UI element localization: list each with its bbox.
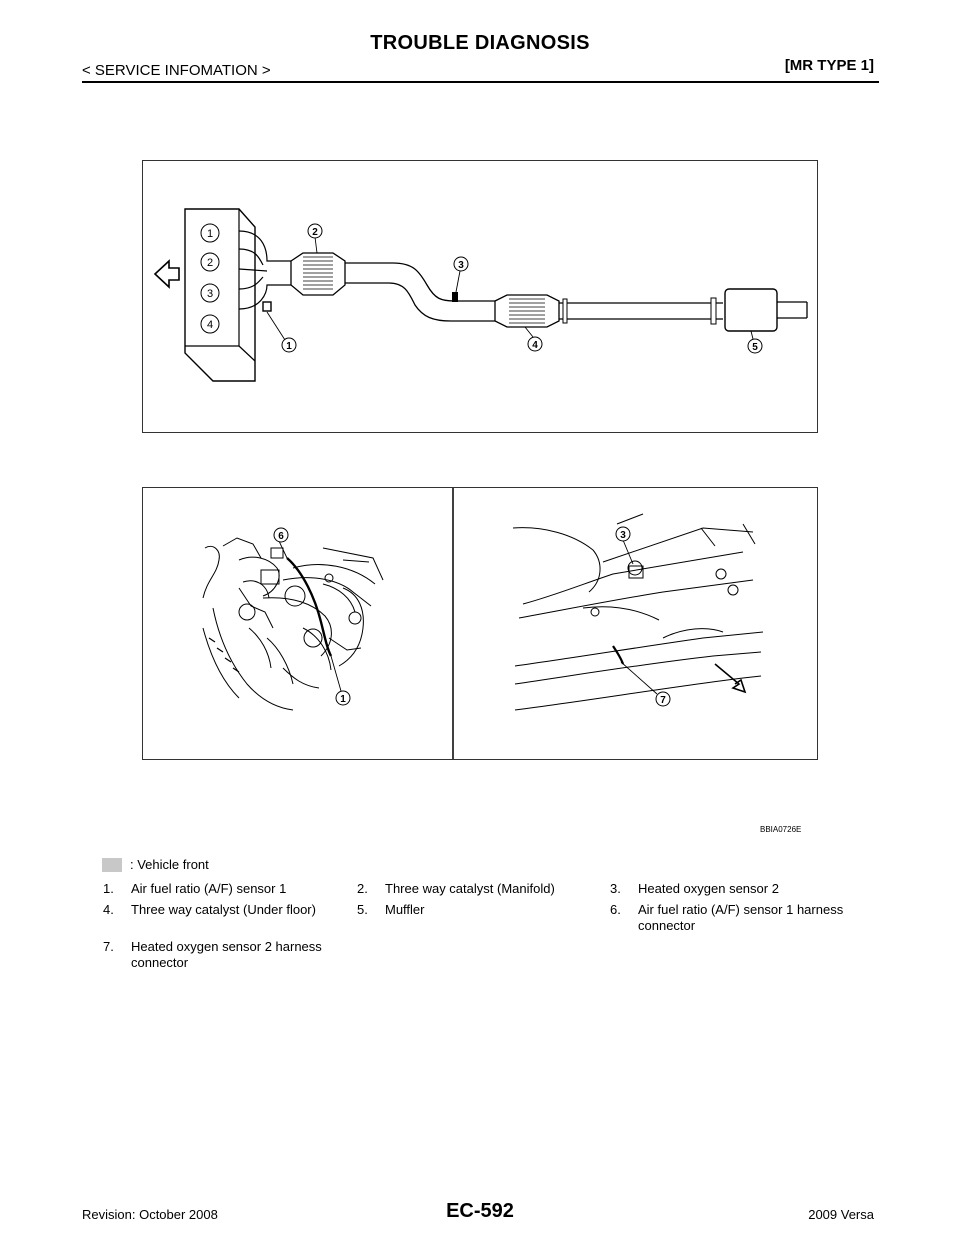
callout-1-bottom: 1 — [340, 694, 346, 705]
item-number: 2. — [357, 881, 368, 896]
exhaust-layout-diagram: 1 2 3 4 1 2 3 4 5 — [153, 208, 808, 382]
sensor-location-figure: 6 1 3 — [142, 487, 818, 760]
item-text: Three way catalyst (Manifold) — [385, 881, 555, 896]
item-text: Air fuel ratio (A/F) sensor 1 harness co… — [638, 902, 844, 933]
callout-7: 7 — [660, 695, 666, 706]
vehicle-model: 2009 Versa — [808, 1207, 874, 1222]
item-text: Three way catalyst (Under floor) — [131, 902, 316, 917]
callout-5: 5 — [752, 342, 758, 353]
item-number: 6. — [610, 902, 621, 917]
page-number: EC-592 — [446, 1200, 514, 1222]
section-label: < SERVICE INFOMATION > — [82, 62, 271, 79]
list-item: 7. Heated oxygen sensor 2 harness connec… — [103, 939, 353, 975]
callout-6: 6 — [278, 531, 284, 542]
callout-2: 2 — [312, 227, 318, 238]
callout-4: 4 — [532, 340, 538, 351]
manifold-port-labels: 1 2 3 4 — [200, 223, 220, 334]
list-item: 1. Air fuel ratio (A/F) sensor 1 — [103, 881, 353, 901]
list-item: 3. Heated oxygen sensor 2 — [610, 881, 860, 901]
list-item: 5. Muffler — [357, 902, 607, 922]
sensor-location-illustrations: 6 1 3 — [202, 488, 764, 759]
list-item: 4. Three way catalyst (Under floor) — [103, 902, 353, 922]
page-title: TROUBLE DIAGNOSIS — [370, 32, 590, 54]
port-label-1: 1 — [207, 228, 213, 240]
callout-3-bottom: 3 — [620, 530, 626, 541]
item-text: Heated oxygen sensor 2 harness connector — [131, 939, 322, 970]
list-item: 2. Three way catalyst (Manifold) — [357, 881, 607, 901]
engine-bay-illustration — [202, 537, 384, 711]
exhaust-layout-figure: 1 2 3 4 1 2 3 4 5 — [142, 160, 818, 433]
model-type-label: [MR TYPE 1] — [784, 57, 874, 74]
figure-code: BBIA0726E — [760, 825, 802, 834]
vehicle-front-legend-text: : Vehicle front — [130, 857, 209, 872]
item-number: 3. — [610, 881, 621, 896]
list-item: 6. Air fuel ratio (A/F) sensor 1 harness… — [610, 902, 860, 938]
vehicle-front-arrow-icon — [153, 259, 180, 289]
callout-labels: 1 2 3 4 5 — [281, 223, 763, 354]
header-divider — [82, 81, 879, 83]
port-label-2: 2 — [207, 257, 213, 269]
port-label-4: 4 — [207, 319, 213, 331]
item-number: 4. — [103, 902, 114, 917]
underfloor-illustration — [512, 513, 764, 711]
callout-3: 3 — [458, 260, 464, 271]
item-number: 7. — [103, 939, 114, 954]
item-text: Heated oxygen sensor 2 — [638, 881, 779, 896]
port-label-3: 3 — [207, 288, 213, 300]
vehicle-front-legend-icon — [102, 858, 122, 872]
item-text: Muffler — [385, 902, 425, 917]
callout-1: 1 — [286, 341, 292, 352]
item-number: 5. — [357, 902, 368, 917]
item-number: 1. — [103, 881, 114, 896]
revision-date: Revision: October 2008 — [82, 1207, 218, 1222]
item-text: Air fuel ratio (A/F) sensor 1 — [131, 881, 287, 896]
